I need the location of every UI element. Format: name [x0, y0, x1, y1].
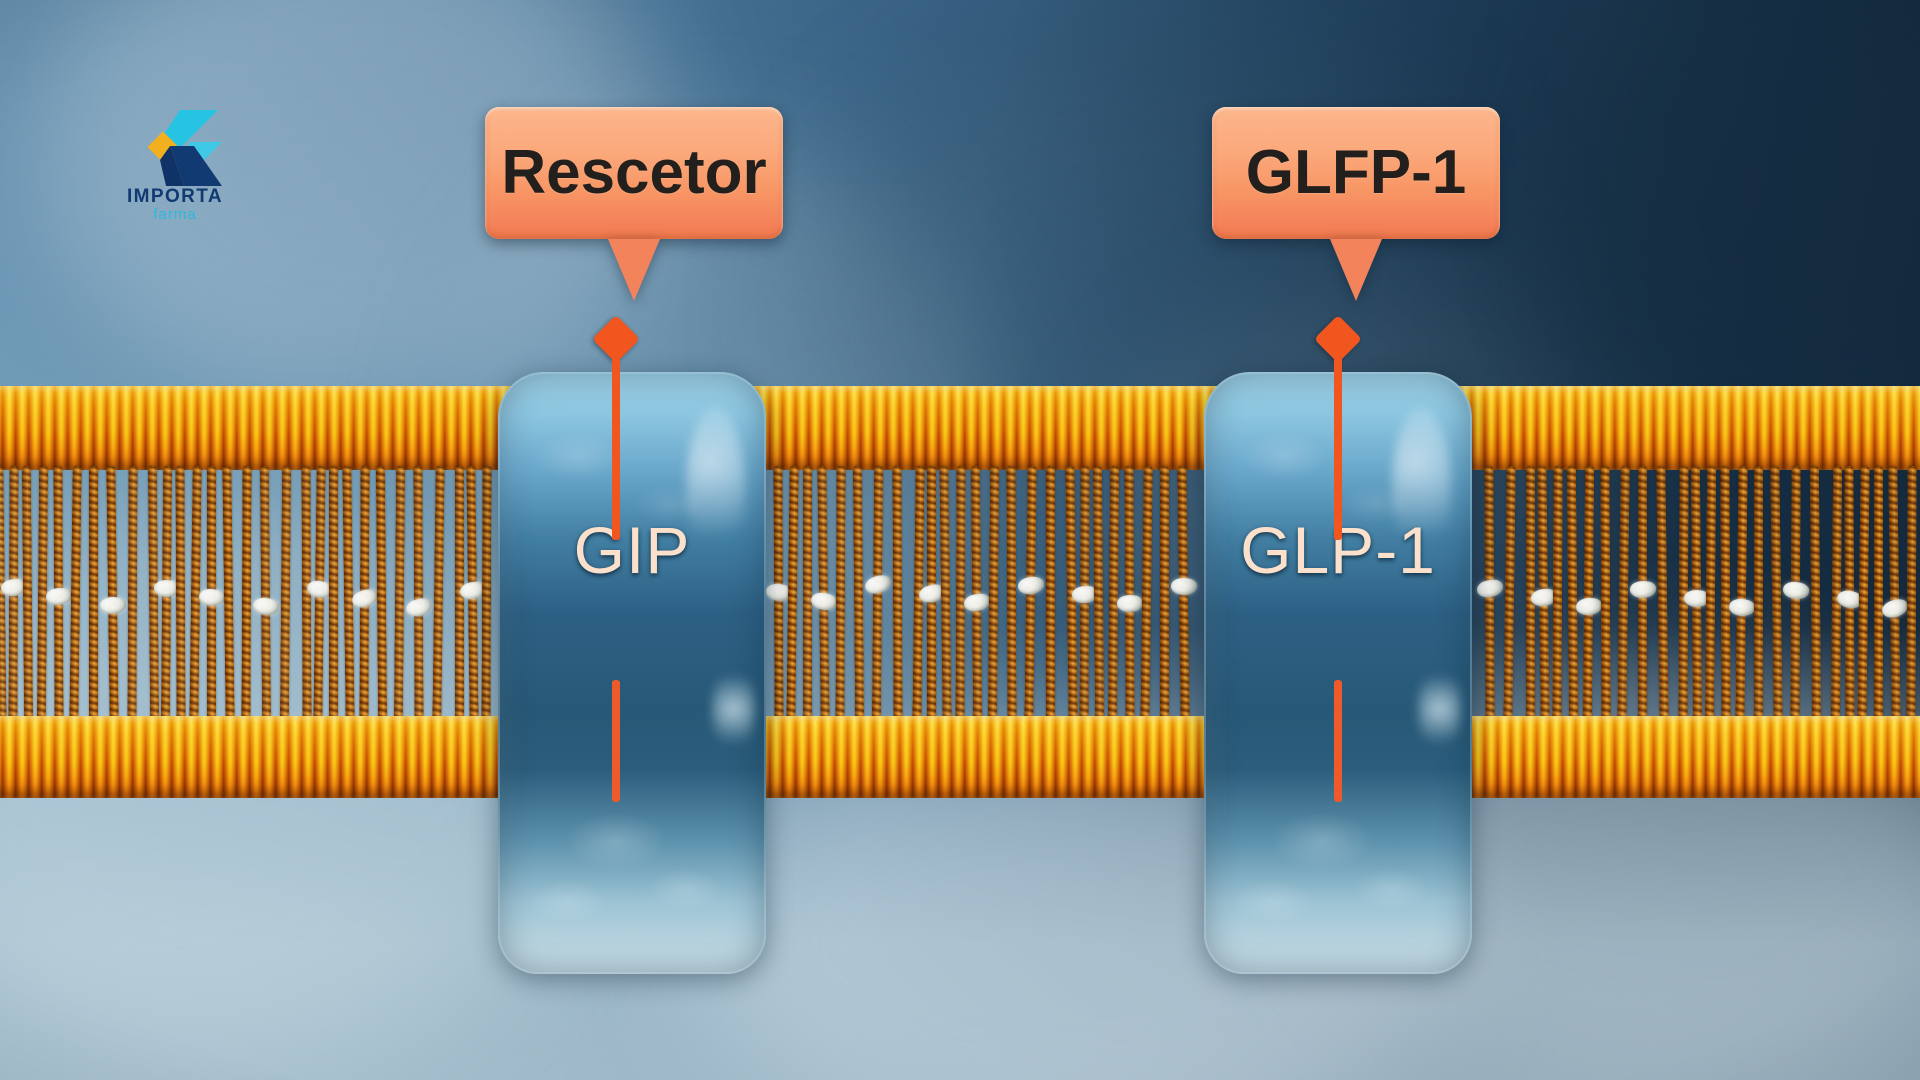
- phospholipid-head-band-bottom: [0, 716, 1920, 798]
- callout-tail-icon: [608, 239, 660, 301]
- callout-label: Rescetor: [501, 138, 767, 207]
- pointer-stem-upper: [612, 350, 620, 540]
- importa-farma-logo[interactable]: IMPORTA farma: [122, 108, 228, 223]
- lipid-tail: [329, 466, 338, 724]
- pointer-receptor-to-gip: [591, 314, 641, 802]
- pointer-stem-lower: [612, 680, 620, 802]
- phospholipid-head-band-top: [0, 386, 1920, 470]
- protein-label-gip: GIP: [573, 513, 691, 587]
- lipid-bilayer: [0, 386, 1920, 798]
- lipid-tail: [1046, 466, 1055, 724]
- protein-outline: [498, 372, 766, 974]
- callout-receptor[interactable]: Rescetor: [485, 107, 783, 301]
- callout-box[interactable]: GLFP-1: [1212, 107, 1500, 239]
- protein-gip-receptor[interactable]: GIP: [498, 372, 766, 974]
- lipid-tail: [1754, 466, 1763, 724]
- callout-label: GLFP-1: [1245, 138, 1467, 207]
- lipid-tail: [89, 466, 98, 724]
- lipid-tail: [455, 466, 464, 724]
- protein-highlight-secondary: [1418, 660, 1462, 758]
- callout-tail-icon: [1330, 239, 1382, 301]
- lipid-tail: [1160, 466, 1169, 724]
- pointer-stem-lower: [1334, 680, 1342, 802]
- protein-highlight: [1391, 408, 1451, 565]
- logo-wordmark: IMPORTA: [127, 186, 223, 207]
- pointer-stem-upper: [1334, 350, 1342, 540]
- protein-highlight: [685, 408, 745, 565]
- callout-box[interactable]: Rescetor: [485, 107, 783, 239]
- logo-subword: farma: [153, 206, 197, 223]
- lipid-tail: [803, 466, 812, 724]
- pointer-glfp1-to-glp1: [1313, 314, 1363, 802]
- importa-logo-mark-icon: [147, 110, 222, 186]
- protein-highlight-secondary: [712, 660, 756, 758]
- fatty-acid-tail-zone: [0, 465, 1920, 725]
- lipid-tail: [1874, 466, 1883, 724]
- callout-glfp1[interactable]: GLFP-1: [1212, 107, 1500, 301]
